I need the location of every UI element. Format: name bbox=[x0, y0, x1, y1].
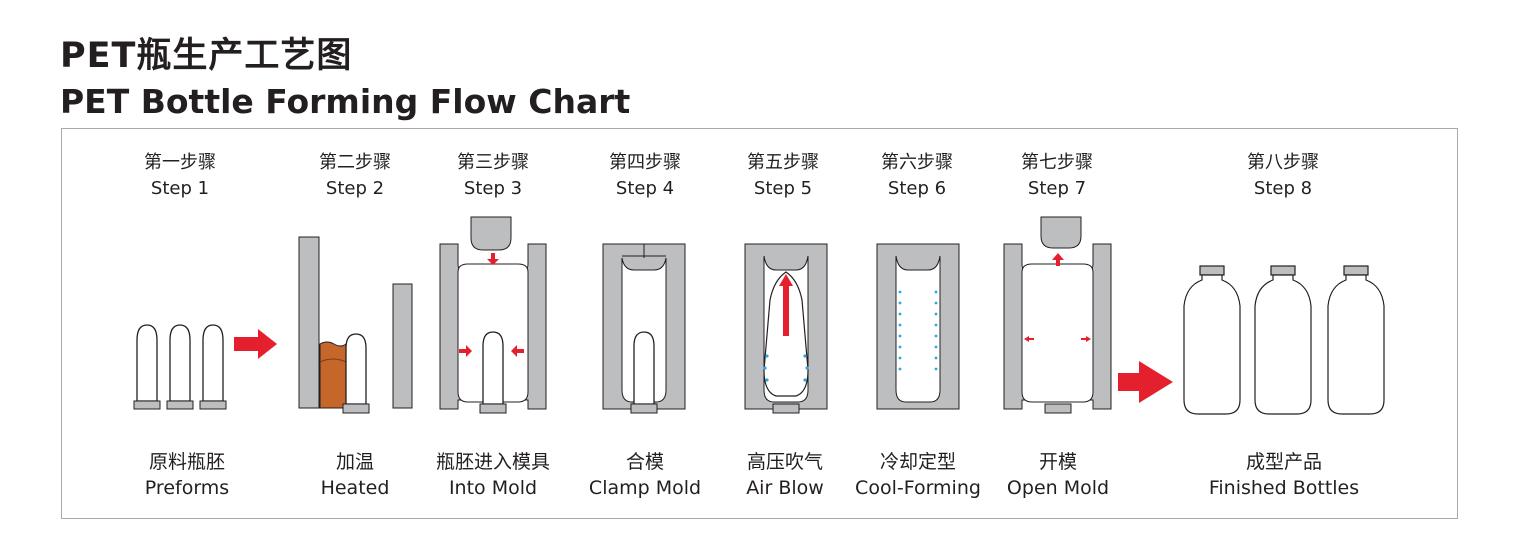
step-5-caption-cn: 高压吹气 bbox=[746, 451, 823, 473]
step-3-label-cn: 第三步骤 bbox=[457, 152, 529, 173]
step-8-label: 第八步骤 Step 8 bbox=[1208, 150, 1358, 202]
preform-icon bbox=[199, 324, 227, 410]
preform-icon bbox=[166, 324, 194, 410]
step-2-caption-cn: 加温 bbox=[335, 451, 374, 473]
step-6-caption-en: Cool-Forming bbox=[855, 477, 981, 499]
coolant-markers bbox=[898, 290, 938, 371]
step-1-label-en: Step 1 bbox=[150, 178, 210, 199]
step-3-label-en: Step 3 bbox=[463, 178, 523, 199]
step-7-caption-en: Open Mold bbox=[1006, 477, 1110, 499]
step-8-caption-en: Finished Bottles bbox=[1208, 477, 1360, 499]
arrow-left-icon bbox=[1024, 336, 1034, 342]
heater-wall-right bbox=[392, 283, 413, 409]
step-8-caption: 成型产品 Finished Bottles bbox=[1199, 449, 1369, 502]
step-7-caption-cn: 开模 bbox=[1038, 451, 1077, 473]
step-5-label: 第五步骤 Step 5 bbox=[708, 150, 858, 202]
arrow-right-icon bbox=[1081, 336, 1091, 342]
mold-clamped-group bbox=[602, 243, 686, 414]
mold-reopen-group bbox=[1003, 216, 1112, 414]
heater-group bbox=[298, 236, 413, 414]
air-blow-group bbox=[744, 243, 828, 414]
step-7-label: 第七步骤 Step 7 bbox=[982, 150, 1132, 202]
air-flow-markers bbox=[763, 354, 809, 382]
step-1-caption: 原料瓶胚 Preforms bbox=[102, 449, 272, 502]
step-4-caption-cn: 合模 bbox=[625, 451, 664, 473]
arrow-up-icon bbox=[779, 274, 793, 336]
step-6-label-cn: 第六步骤 bbox=[881, 152, 953, 173]
step-4-caption: 合模 Clamp Mold bbox=[560, 449, 730, 502]
title-chinese: PET瓶生产工艺图 bbox=[60, 36, 353, 76]
step-2-label-en: Step 2 bbox=[325, 178, 385, 199]
step-6-caption: 冷却定型 Cool-Forming bbox=[833, 449, 1003, 502]
step-4-caption-en: Clamp Mold bbox=[588, 477, 702, 499]
bottle-icon bbox=[1183, 265, 1241, 415]
step-3-caption: 瓶胚进入模具 Into Mold bbox=[408, 449, 578, 502]
finished-bottles-group bbox=[1183, 265, 1385, 415]
arrow-down-icon bbox=[487, 253, 499, 265]
title-english: PET Bottle Forming Flow Chart bbox=[60, 82, 631, 121]
arrow-right-icon bbox=[459, 345, 472, 357]
arrow-right-icon bbox=[234, 329, 277, 359]
step-1-caption-cn: 原料瓶胚 bbox=[148, 451, 225, 473]
arrow-up-icon bbox=[1052, 253, 1064, 266]
preform-icon bbox=[133, 324, 161, 410]
step-6-label-en: Step 6 bbox=[887, 178, 947, 199]
step-4-label-en: Step 4 bbox=[615, 178, 675, 199]
arrow-left-icon bbox=[511, 345, 524, 357]
step-6-label: 第六步骤 Step 6 bbox=[842, 150, 992, 202]
step-1-label-cn: 第一步骤 bbox=[144, 152, 216, 173]
step-5-caption-en: Air Blow bbox=[746, 477, 824, 499]
bottle-icon bbox=[1254, 265, 1312, 415]
step-8-caption-cn: 成型产品 bbox=[1245, 451, 1322, 473]
step-5-label-cn: 第五步骤 bbox=[747, 152, 819, 173]
step-1-label: 第一步骤 Step 1 bbox=[105, 150, 255, 202]
step-3-label: 第三步骤 Step 3 bbox=[418, 150, 568, 202]
bottle-icon bbox=[1327, 265, 1385, 415]
step-5-label-en: Step 5 bbox=[753, 178, 813, 199]
step-4-label-cn: 第四步骤 bbox=[609, 152, 681, 173]
step-4-label: 第四步骤 Step 4 bbox=[570, 150, 720, 202]
cool-forming-group bbox=[876, 243, 960, 410]
step-3-caption-cn: 瓶胚进入模具 bbox=[435, 451, 550, 473]
step-7-label-cn: 第七步骤 bbox=[1021, 152, 1093, 173]
diagram-frame bbox=[61, 128, 1458, 519]
step-1-caption-en: Preforms bbox=[144, 477, 230, 499]
step-2-caption: 加温 Heated bbox=[270, 449, 440, 502]
heater-element bbox=[319, 341, 347, 409]
step-5-caption: 高压吹气 Air Blow bbox=[700, 449, 870, 502]
mold-open-group bbox=[439, 216, 547, 414]
heater-wall-left bbox=[298, 236, 320, 409]
step-2-label: 第二步骤 Step 2 bbox=[280, 150, 430, 202]
step-7-label-en: Step 7 bbox=[1027, 178, 1087, 199]
step-3-caption-en: Into Mold bbox=[448, 477, 538, 499]
step-7-caption: 开模 Open Mold bbox=[973, 449, 1143, 502]
step-2-label-cn: 第二步骤 bbox=[319, 152, 391, 173]
step-2-caption-en: Heated bbox=[320, 477, 390, 499]
step-8-label-cn: 第八步骤 bbox=[1247, 152, 1319, 173]
preforms-group bbox=[133, 324, 227, 410]
step-6-caption-cn: 冷却定型 bbox=[879, 451, 956, 473]
step-8-label-en: Step 8 bbox=[1253, 178, 1313, 199]
arrow-right-icon bbox=[1118, 361, 1173, 403]
